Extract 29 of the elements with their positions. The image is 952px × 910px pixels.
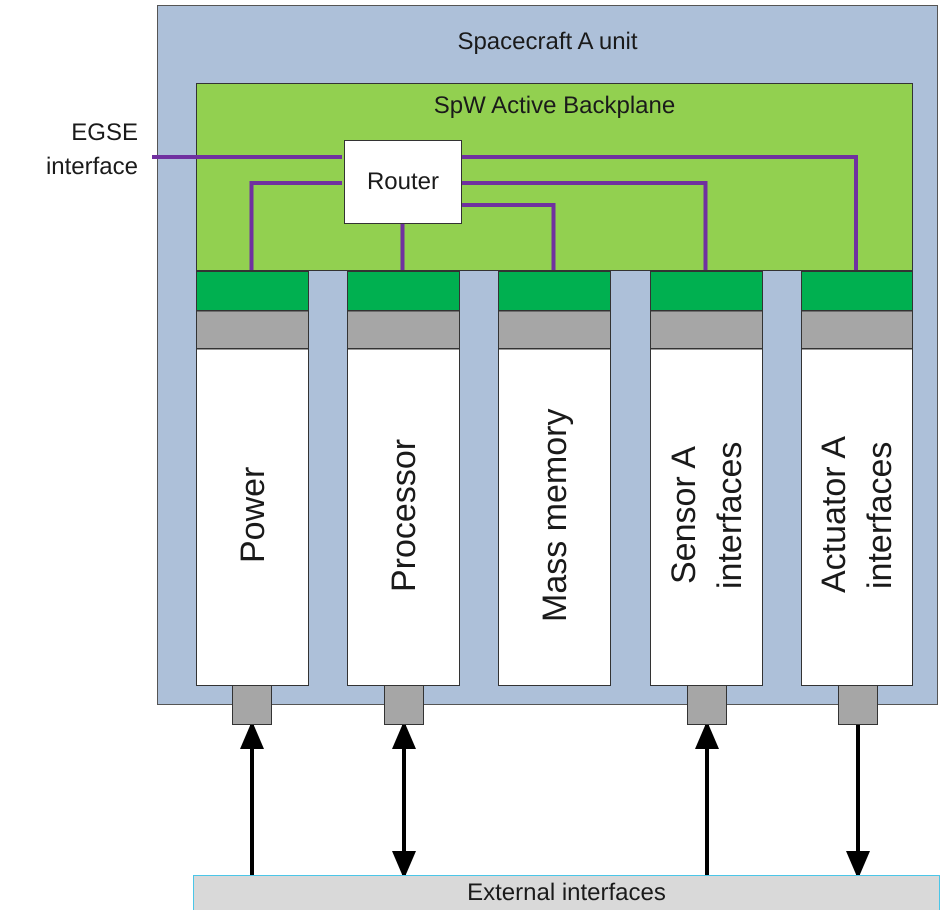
backplane-panel <box>196 83 913 271</box>
module-card <box>347 271 460 686</box>
label-text: Processor <box>384 437 424 594</box>
label-text: Sensor A interfaces <box>664 440 750 591</box>
label-text: Actuator A interfaces <box>814 435 900 596</box>
connection-line <box>152 155 342 159</box>
label-text: Router <box>366 168 440 196</box>
label-text: Power <box>232 466 272 566</box>
connection-line <box>460 203 556 270</box>
label-text: External interfaces <box>467 879 666 907</box>
label-text: EGSE interface <box>44 118 138 182</box>
router-box <box>344 140 462 224</box>
label-text: Mass memory <box>534 407 574 624</box>
connector-block <box>384 685 424 725</box>
label-text: Spacecraft A unit <box>457 28 638 56</box>
label-text: SpW Active Backplane <box>434 92 676 120</box>
connector-block <box>838 685 878 725</box>
external-interfaces-bar <box>193 875 940 910</box>
module-card <box>196 271 309 686</box>
unit-box <box>157 5 938 705</box>
connector-block <box>232 685 272 725</box>
connection-line <box>400 222 404 270</box>
module-card <box>801 271 913 686</box>
module-card <box>498 271 611 686</box>
connection-line <box>460 155 858 270</box>
module-card <box>650 271 763 686</box>
connector-block <box>687 685 727 725</box>
connection-line <box>460 181 708 270</box>
connection-line <box>250 181 342 270</box>
